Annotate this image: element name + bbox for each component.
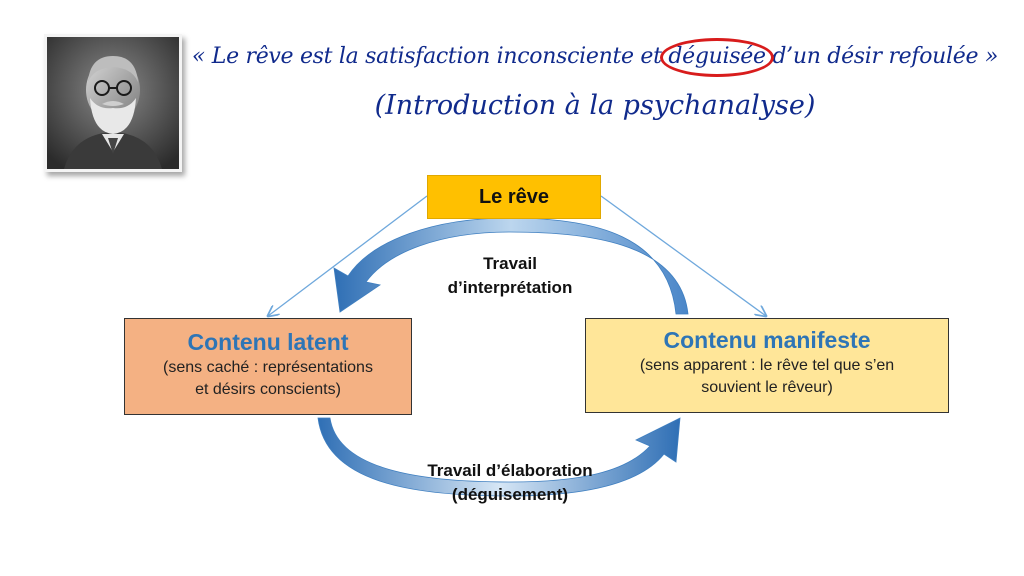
manifeste-desc-line-2: souvient le rêveur) [701,379,833,396]
manifeste-title: Contenu manifeste [663,327,871,353]
label-elaboration-line-1: Travail d’élaboration [427,461,593,480]
quote-text-before: « Le rêve est la satisfaction inconscien… [191,44,669,69]
arrow-interpretation [333,217,689,315]
node-contenu-latent: Contenu latent (sens caché : représentat… [124,318,412,415]
node-le-reve: Le rêve [427,175,601,219]
connector-reve-to-manifeste [600,195,766,316]
connector-reve-to-latent [268,195,428,316]
label-interpretation-line-2: d’interprétation [447,278,573,297]
quote-text-after: d’un désir refoulée » [765,44,999,69]
manifeste-desc-line-1: (sens apparent : le rêve tel que s’en [639,357,895,374]
node-contenu-manifeste: Contenu manifeste (sens apparent : le rê… [585,318,949,413]
quote-line-1: « Le rêve est la satisfaction inconscien… [180,38,1010,77]
label-elaboration: Travail d’élaboration (déguisement) [360,459,660,507]
latent-desc-line-2: et désirs conscients) [195,381,341,398]
latent-desc-line-1: (sens caché : représentations [163,359,373,376]
latent-title: Contenu latent [187,329,349,355]
quote-source: (Introduction à la psychanalyse) [374,90,816,121]
arrow-elaboration [317,417,681,497]
portrait-photo-icon [44,34,182,172]
label-interpretation: Travail d’interprétation [380,252,640,300]
circled-word: déguisée [660,38,775,77]
label-interpretation-line-1: Travail [483,254,537,273]
label-elaboration-line-2: (déguisement) [451,485,569,504]
